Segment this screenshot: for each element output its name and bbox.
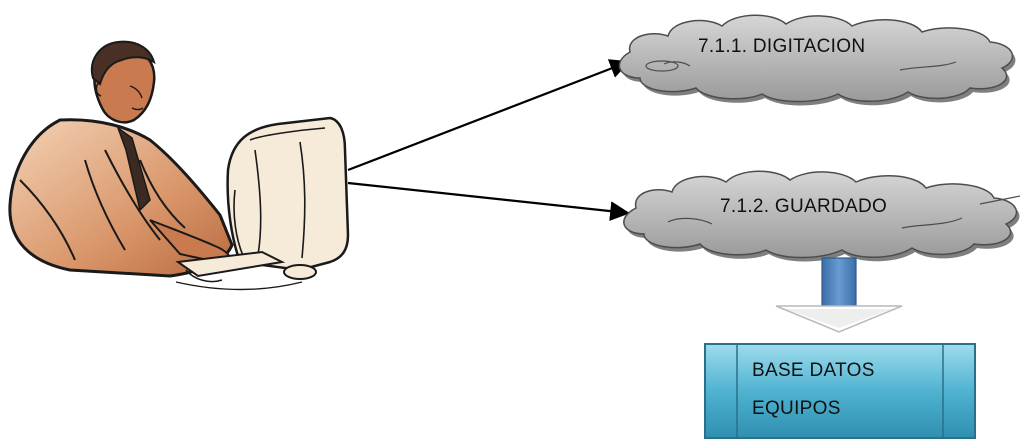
database-label-line-1: BASE DATOS (752, 360, 875, 381)
digitacion-cloud (618, 14, 1016, 106)
down-arrow-icon (775, 257, 903, 333)
database-label-line-2: EQUIPOS (752, 398, 841, 419)
arrow-to-digitacion (347, 59, 630, 172)
arrow-to-guardado (347, 181, 630, 221)
guardado-cloud (623, 170, 1021, 262)
database-box (704, 343, 976, 439)
user-at-computer-icon (8, 40, 350, 291)
guardado-label: 7.1.2. GUARDADO (720, 196, 888, 217)
digitacion-label: 7.1.1. DIGITACION (698, 36, 866, 57)
